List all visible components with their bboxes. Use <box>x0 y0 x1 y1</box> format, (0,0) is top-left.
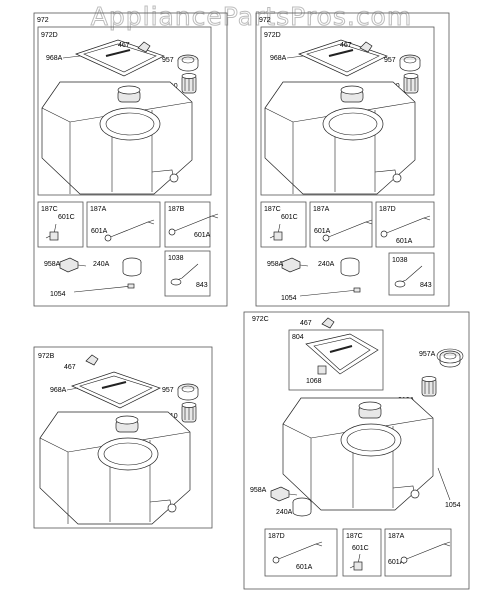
fuel-filter-part <box>340 257 360 277</box>
panel-1-frame <box>33 12 228 307</box>
panel-4-box-1-title: 187D <box>268 533 285 540</box>
panel-1-box-4-title: 1038 <box>168 255 184 262</box>
panel-2-label-467: 467 <box>340 42 352 49</box>
fuel-filter-part <box>292 497 312 517</box>
fuel-tank-part <box>39 411 191 525</box>
panel-2-box-4-label: 843 <box>420 282 432 289</box>
panel-972c: 972C 467 804 1068 957A 210A 958A 240A 10… <box>243 311 470 590</box>
panel-2-outer-label: 972 <box>259 17 271 24</box>
clip-part <box>85 354 99 366</box>
shutoff-valve-part <box>281 257 309 273</box>
panel-1-box-4-label: 843 <box>196 282 208 289</box>
panel-2-box-1-label: 601C <box>281 214 298 221</box>
tie-strap-part <box>299 287 361 297</box>
fuel-filter-part <box>122 257 142 277</box>
panel-1-label-968a: 968A <box>46 55 63 62</box>
panel-4-label-240a: 240A <box>276 509 293 516</box>
panel-2-loose-1054: 1054 <box>281 295 297 302</box>
panel-4-label-1054: 1054 <box>445 502 461 509</box>
panel-4-box-3-label: 601A <box>388 559 405 566</box>
panel-4-label-467: 467 <box>300 320 312 327</box>
panel-2-label-957: 957 <box>384 57 396 64</box>
fuel-cap-part <box>399 54 421 72</box>
panel-4-box-1-label: 601A <box>296 564 313 571</box>
fuel-tank-part <box>282 397 434 511</box>
panel-2-frame <box>255 12 450 307</box>
panel-4-outer-label: 972C <box>252 316 269 323</box>
elbow-fitting-part <box>269 223 283 241</box>
clip-part <box>321 317 335 329</box>
panel-1-box-3-label: 601A <box>194 232 211 239</box>
panel-1-label-957: 957 <box>162 57 174 64</box>
elbow-fitting-part <box>45 223 59 241</box>
shutoff-valve-part <box>59 257 87 273</box>
fuel-line-part <box>400 541 451 564</box>
panel-972b: 972B 467 968A 957 210 <box>33 346 213 529</box>
panel-2-sub-label: 972D <box>264 32 281 39</box>
panel-4-frame <box>243 311 470 590</box>
fuel-line-part <box>104 219 155 242</box>
panel-2-box-1-title: 187C <box>264 206 281 213</box>
panel-4-label-958a: 958A <box>250 487 267 494</box>
fuel-strainer-part <box>181 402 197 423</box>
bracket-part <box>170 263 199 286</box>
panel-1-loose-240a: 240A <box>93 261 110 268</box>
panel-2-box-3-label: 601A <box>396 238 413 245</box>
fuel-tank-part <box>264 81 416 195</box>
fuel-tank-part <box>41 81 193 195</box>
panel-1-box-2-label: 601A <box>91 228 108 235</box>
panel-1-loose-958a: 958A <box>44 261 61 268</box>
fuel-cap-part <box>177 383 199 401</box>
panel-3-label-957: 957 <box>162 387 174 394</box>
panel-1-label-467: 467 <box>118 42 130 49</box>
shield-part <box>71 371 161 409</box>
panel-3-label-968a: 968A <box>50 387 67 394</box>
fuel-strainer-part <box>403 73 419 94</box>
panel-4-label-957a: 957A <box>419 351 436 358</box>
fuel-cap-part <box>177 54 199 72</box>
panel-3-label-467: 467 <box>64 364 76 371</box>
panel-2-box-4-title: 1038 <box>392 257 408 264</box>
fuel-line-part <box>272 541 323 564</box>
panel-2-loose-958a: 958A <box>267 261 284 268</box>
panel-972-right: 972 972D 968A 467 957 210 187C 601C 187A… <box>255 12 450 307</box>
panel-1-box-2-title: 187A <box>90 206 107 213</box>
fuel-line-part <box>380 215 431 238</box>
panel-1-box-1-title: 187C <box>41 206 58 213</box>
panel-4-box-2-title: 187C <box>346 533 363 540</box>
panel-4-box804-title: 804 <box>292 334 304 341</box>
panel-2-loose-240a: 240A <box>318 261 335 268</box>
panel-1-sub-frame <box>37 26 212 196</box>
panel-4-box804-label: 1068 <box>306 378 322 385</box>
panel-3-frame <box>33 346 213 529</box>
shutoff-valve-part <box>270 486 298 502</box>
panel-2-sub-frame <box>260 26 435 196</box>
panel-4-box-2-label: 601C <box>352 545 369 552</box>
fuel-cap-part <box>439 350 461 368</box>
panel-2-box-3-title: 187D <box>379 206 396 213</box>
panel-2-box-2-title: 187A <box>313 206 330 213</box>
panel-1-sub-label: 972D <box>41 32 58 39</box>
panel-4-box-3-title: 187A <box>388 533 405 540</box>
panel-1-box-3-title: 187B <box>168 206 185 213</box>
panel-2-box-2-label: 601A <box>314 228 331 235</box>
fuel-strainer-part <box>181 73 197 94</box>
panel-1-loose-1054: 1054 <box>50 291 66 298</box>
bracket-part <box>394 265 423 288</box>
panel-3-sub-label: 972B <box>38 353 55 360</box>
elbow-fitting-part <box>349 553 363 571</box>
watermark: AppliancePartsPros.com <box>90 2 413 32</box>
panel-1-outer-label: 972 <box>37 17 49 24</box>
fuel-strainer-part <box>421 376 437 397</box>
panel-972-left: 972 972D 968A 467 957 210 187C 601C 187A… <box>33 12 228 307</box>
panel-2-label-968a: 968A <box>270 55 287 62</box>
panel-1-box-1-label: 601C <box>58 214 75 221</box>
tie-strap-part <box>73 283 135 293</box>
